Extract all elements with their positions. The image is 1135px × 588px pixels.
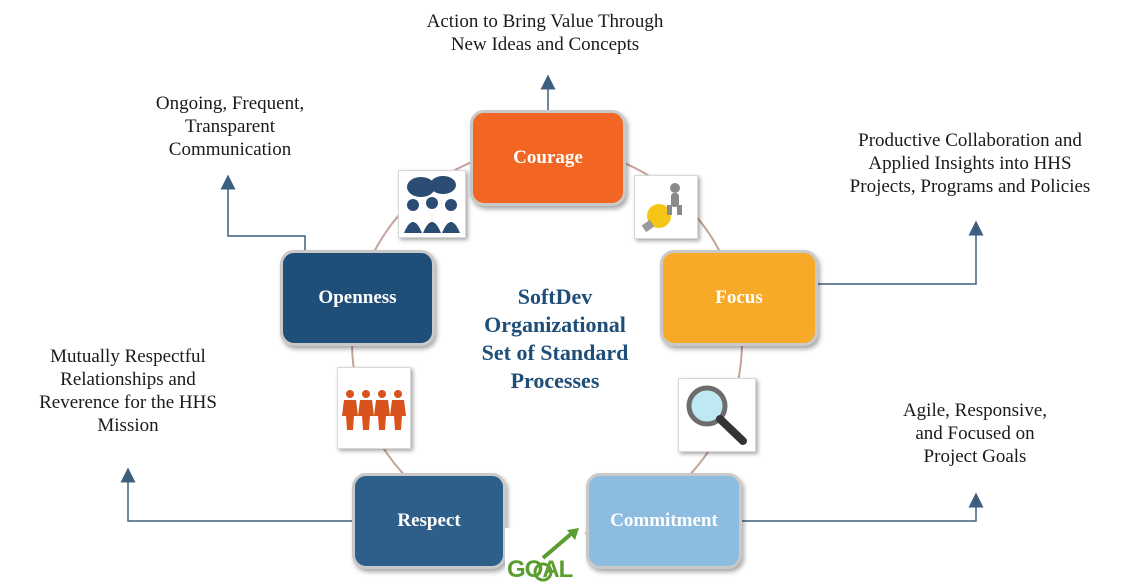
- focus-connector: [818, 220, 984, 285]
- courage-node: Courage: [470, 110, 626, 206]
- openness-label: Openness: [318, 287, 397, 308]
- openness-connector: [220, 174, 306, 250]
- respect-connector: [120, 467, 352, 522]
- openness-description: Ongoing, Frequent, Transparent Communica…: [155, 93, 305, 160]
- openness-node: Openness: [280, 250, 435, 346]
- goal-text: GOAL: [507, 556, 573, 583]
- commitment-node: Commitment: [586, 473, 742, 569]
- courage-label: Courage: [513, 147, 583, 168]
- lightbulb-figure-icon: [634, 175, 698, 239]
- commitment-description: Agile, Responsive, and Focused on Projec…: [902, 400, 1048, 467]
- people-talking-icon: [398, 170, 466, 238]
- courage-description: Action to Bring Value Through New Ideas …: [426, 11, 664, 55]
- center-title: SoftDev Organizational Set of Standard P…: [481, 284, 629, 393]
- focus-node: Focus: [660, 250, 818, 346]
- team-icon: [337, 367, 411, 449]
- commitment-label: Commitment: [610, 510, 718, 531]
- goal-dart-icon: GOAL: [505, 528, 585, 583]
- respect-node: Respect: [352, 473, 506, 569]
- commitment-connector: [742, 492, 984, 522]
- respect-label: Respect: [397, 510, 461, 531]
- magnifier-icon: [678, 378, 756, 452]
- focus-label: Focus: [715, 287, 763, 308]
- respect-description: Mutually Respectful Relationships and Re…: [39, 346, 217, 436]
- focus-description: Productive Collaboration and Applied Ins…: [849, 130, 1091, 197]
